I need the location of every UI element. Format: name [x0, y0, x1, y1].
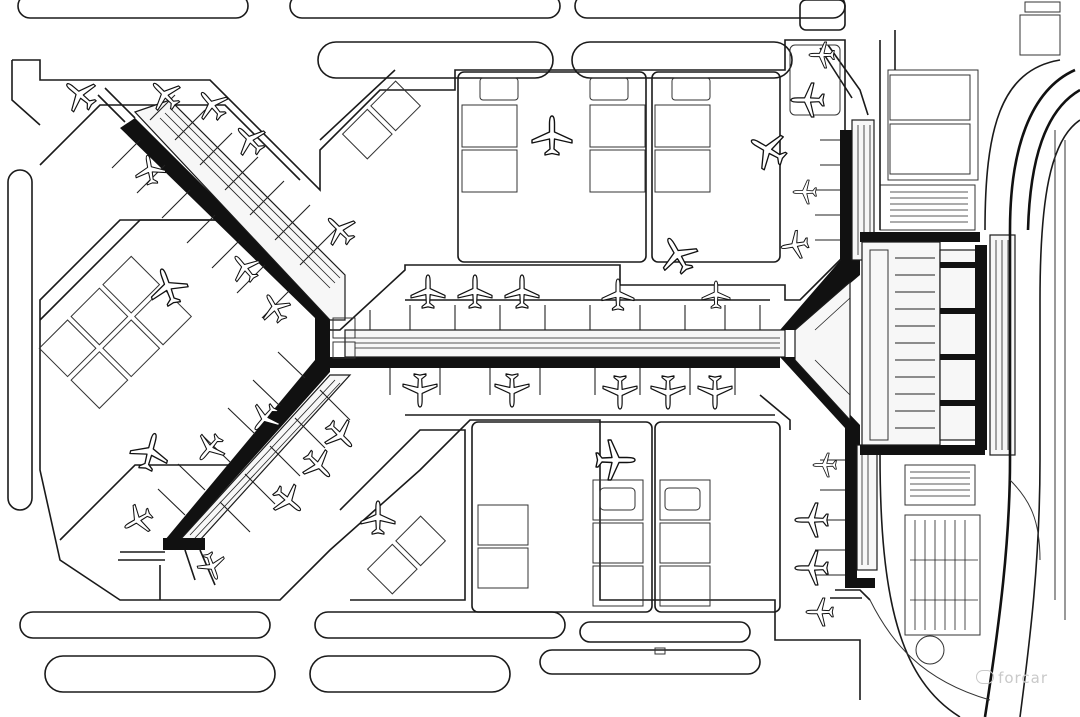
- pier-east-north: [789, 44, 875, 261]
- terminal-building: [860, 232, 1016, 456]
- remote-stand-pads-sw: [366, 515, 447, 595]
- site-marker: [654, 647, 666, 655]
- pier-east-south: [815, 440, 878, 601]
- car-park-south: [904, 464, 981, 665]
- rail-and-roads: [869, 30, 1080, 717]
- chat-bubble-icon: [976, 670, 995, 684]
- watermark-text: forcar: [998, 669, 1048, 687]
- concourse-southwest: [118, 351, 352, 586]
- car-park-north: [879, 1, 1061, 231]
- concourse-central: [330, 299, 786, 416]
- apron-blocks: [457, 71, 781, 613]
- remote-stand-pads-nw: [341, 80, 422, 160]
- remote-stand-pads: [38, 255, 193, 410]
- watermark: forcar: [976, 669, 1048, 687]
- concourse-northwest: [97, 87, 346, 370]
- concourse-east-connectors: [759, 255, 860, 445]
